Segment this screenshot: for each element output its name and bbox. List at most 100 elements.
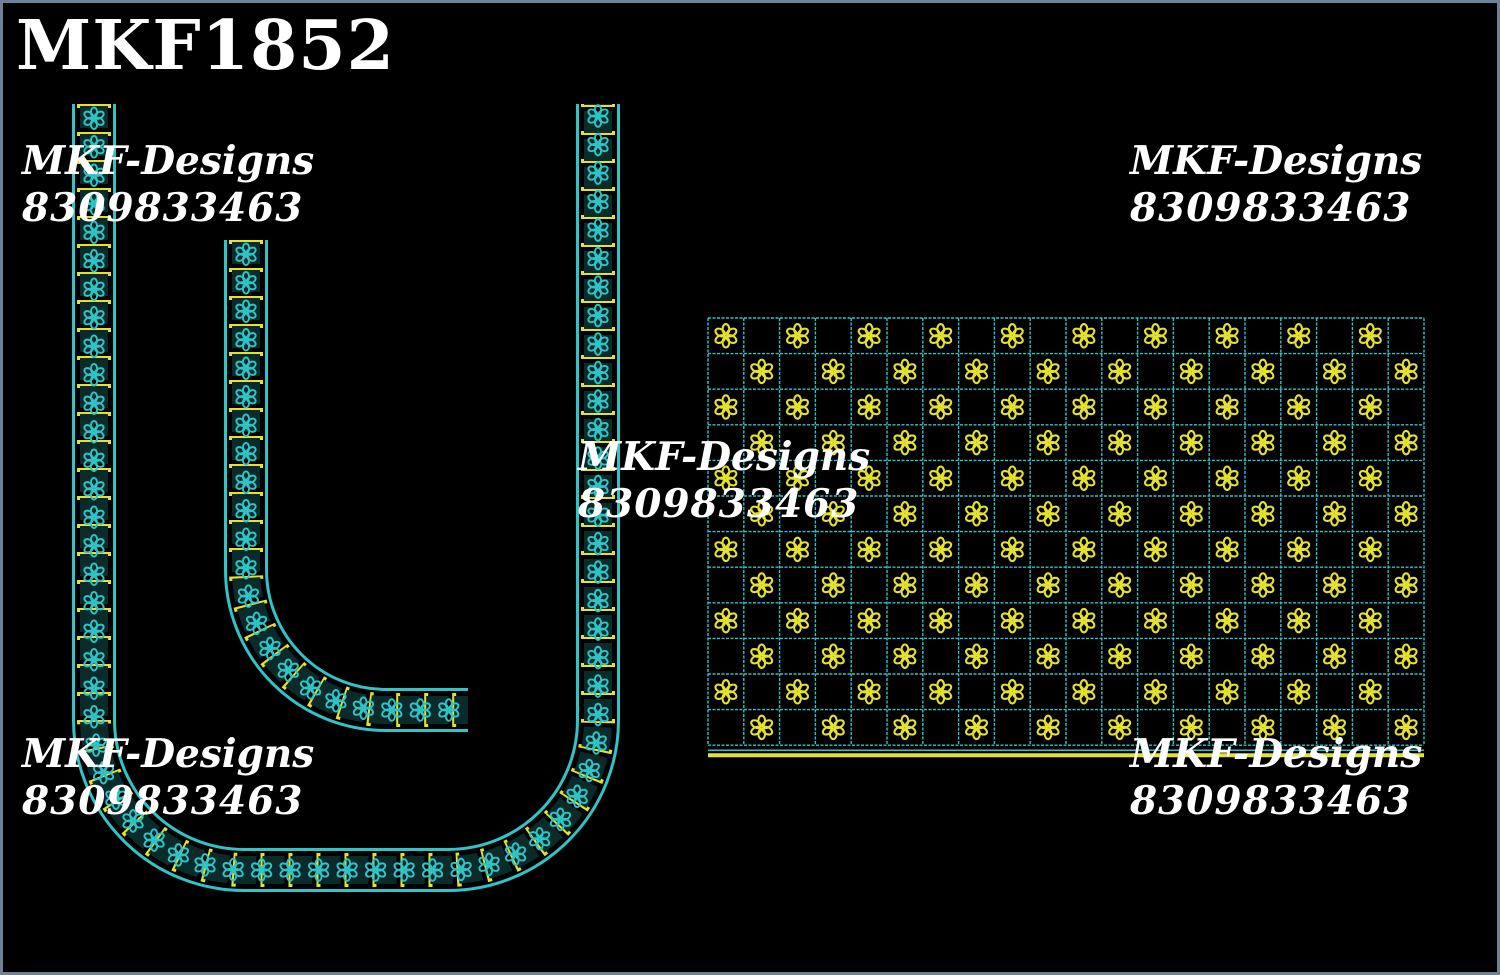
flower-icon [1142, 536, 1169, 563]
flower-icon [856, 679, 882, 705]
flower-icon [820, 429, 847, 456]
flower-icon [1357, 465, 1384, 491]
flower-icon [1071, 607, 1097, 634]
flower-icon [999, 536, 1026, 563]
flower-icon [1285, 679, 1312, 705]
flower-icon [927, 607, 954, 634]
flower-icon [1035, 501, 1061, 527]
flower-icon [713, 536, 739, 563]
flower-icon [892, 358, 918, 385]
flower-icon [927, 536, 954, 563]
flower-icon [1393, 429, 1419, 456]
flower-icon [784, 679, 811, 705]
flower-icon [1035, 714, 1061, 741]
flower-icon [1071, 536, 1097, 563]
flower-icon [1357, 536, 1384, 563]
flower-icon [1142, 679, 1169, 705]
flower-icon [1250, 358, 1276, 385]
flower-icon [892, 714, 918, 741]
flower-icon [1393, 358, 1419, 385]
flower-icon [748, 501, 775, 527]
flower-icon [784, 394, 811, 420]
flower-icon [1285, 394, 1312, 420]
flower-icon [784, 465, 811, 491]
flower-icon [820, 501, 847, 527]
flower-icon [1071, 394, 1097, 420]
flower-icon [1214, 607, 1240, 634]
flower-icon [1035, 643, 1061, 669]
flower-icon [1250, 714, 1276, 741]
flower-icon [1214, 394, 1240, 420]
flower-icon [1357, 679, 1384, 705]
flower-icon [1071, 465, 1097, 491]
flower-icon [963, 429, 990, 456]
flower-icon [856, 536, 882, 563]
flower-icon [999, 394, 1026, 420]
flower-icon [820, 572, 847, 598]
flower-icon [748, 429, 775, 456]
flower-icon [856, 394, 882, 420]
flower-icon [1178, 501, 1205, 527]
back-neck-border [72, 104, 620, 892]
flower-icon [1106, 501, 1133, 527]
flower-icon [1321, 714, 1348, 741]
flower-icon [1357, 323, 1384, 349]
flower-icon [1106, 429, 1133, 456]
flower-icon [1178, 643, 1205, 669]
flower-icon [1250, 501, 1276, 527]
flower-icon [963, 643, 990, 669]
flower-icon [1357, 394, 1384, 420]
flower-icon [892, 429, 918, 456]
flower-icon [1285, 607, 1312, 634]
flower-icon [1214, 323, 1240, 349]
flower-icon [820, 714, 847, 741]
flower-icon [1285, 465, 1312, 491]
flower-icon [713, 465, 739, 491]
flower-icon [1142, 607, 1169, 634]
flower-icon [784, 323, 811, 349]
flower-icon [1285, 536, 1312, 563]
flower-icon [856, 607, 882, 634]
sleeve-checkered-pattern [707, 317, 1425, 758]
flower-icon [927, 323, 954, 349]
flower-icon [1214, 679, 1240, 705]
flower-icon [713, 679, 739, 705]
flower-icon [1393, 643, 1419, 669]
flower-icon [1035, 429, 1061, 456]
flower-icon [1214, 536, 1240, 563]
flower-icon [999, 465, 1026, 491]
flower-icon [963, 501, 990, 527]
flower-icon [820, 358, 847, 385]
flower-icon [1178, 714, 1205, 741]
flower-icon [1142, 394, 1169, 420]
flower-icon [1321, 429, 1348, 456]
flower-icon [963, 358, 990, 385]
flower-icon [1035, 572, 1061, 598]
flower-icon [1106, 714, 1133, 741]
flower-icon [999, 607, 1026, 634]
flower-icon [1321, 501, 1348, 527]
flower-icon [1142, 323, 1169, 349]
flower-icon [1250, 429, 1276, 456]
flower-icon [927, 679, 954, 705]
flower-icon [1071, 323, 1097, 349]
flower-icon [856, 465, 882, 491]
design-code-title: MKF1852 [16, 6, 395, 86]
flower-icon [927, 394, 954, 420]
flower-icon [1106, 572, 1133, 598]
flower-icon [1071, 679, 1097, 705]
flower-icon [1321, 358, 1348, 385]
flower-icon [713, 323, 739, 349]
flower-icon [748, 714, 775, 741]
flower-icon [892, 643, 918, 669]
flower-icon [748, 572, 775, 598]
flower-icon [1106, 643, 1133, 669]
flower-icon [1178, 358, 1205, 385]
flower-icon [784, 536, 811, 563]
flower-icon [1250, 643, 1276, 669]
flower-icon [1250, 572, 1276, 598]
flower-icon [748, 358, 775, 385]
flower-icon [1106, 358, 1133, 385]
flower-icon [1035, 358, 1061, 385]
flower-icon [1142, 465, 1169, 491]
